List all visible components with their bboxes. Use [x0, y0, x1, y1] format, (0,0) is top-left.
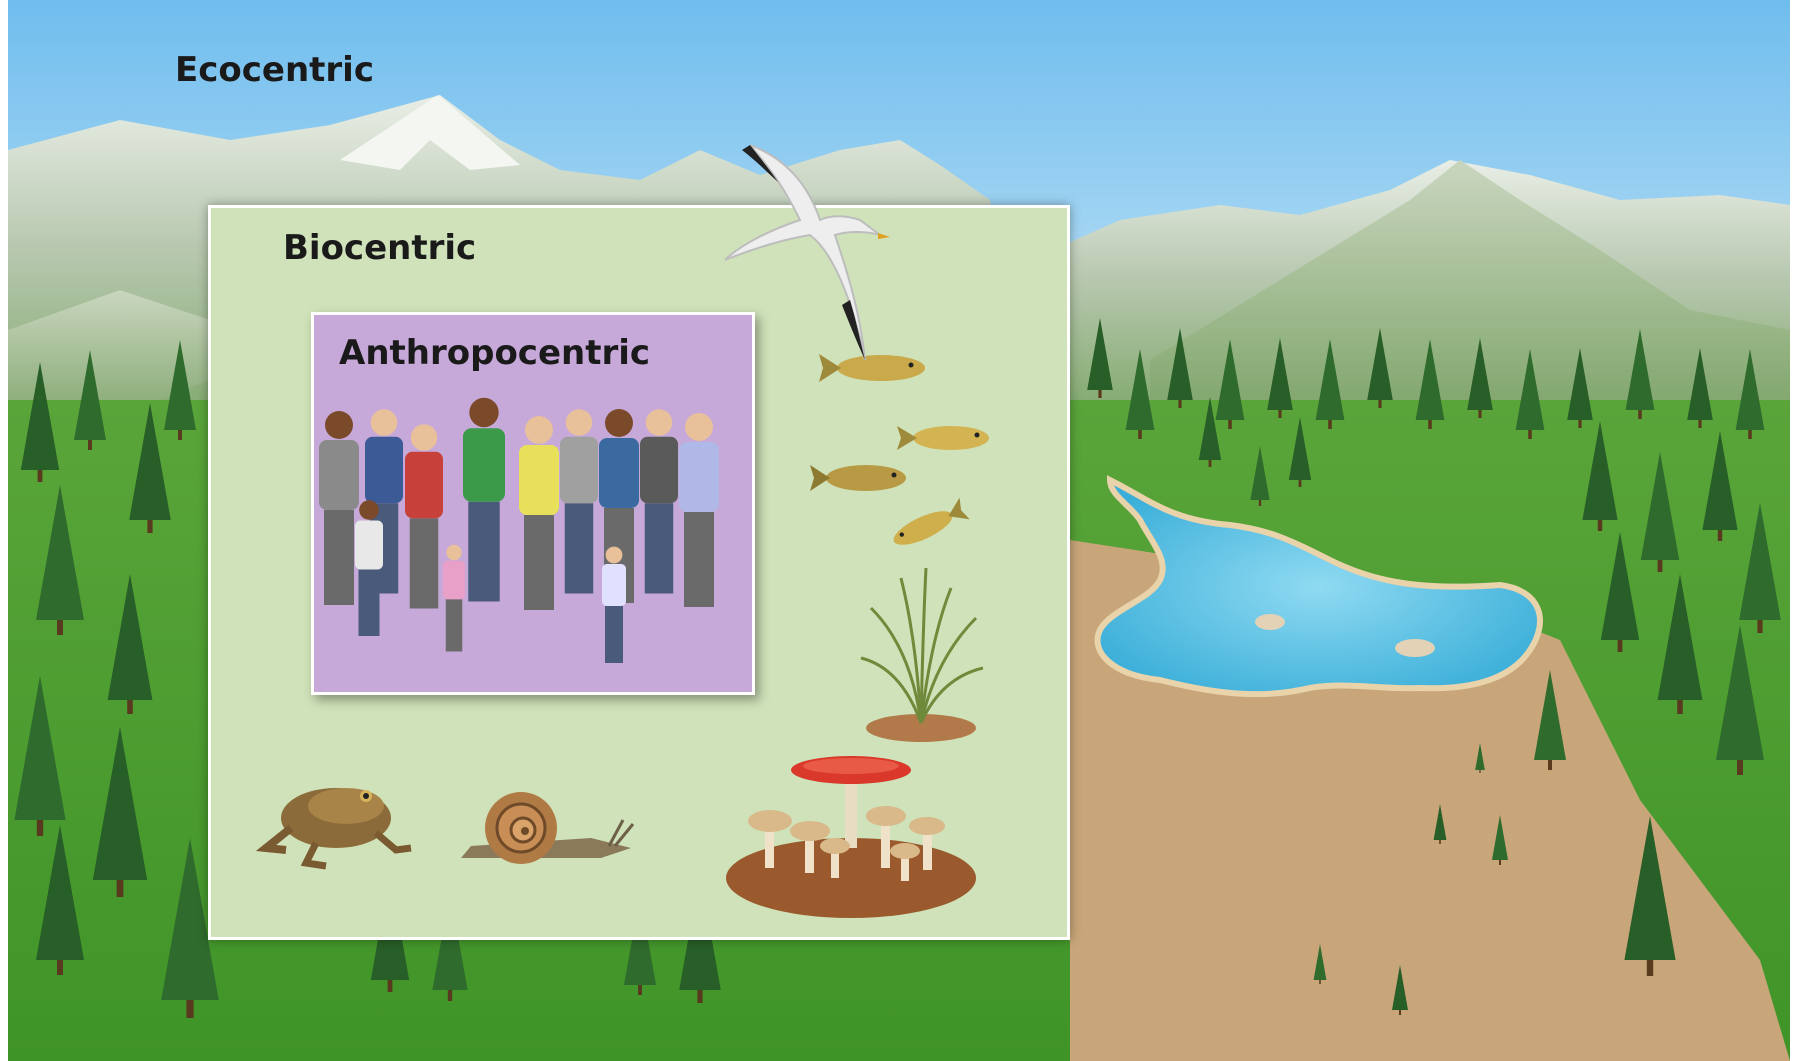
biocentric-panel: Biocentric Anthropocentric [208, 205, 1070, 940]
frog-icon [266, 788, 411, 866]
mushrooms-icon [726, 756, 976, 918]
ecocentric-label: Ecocentric [175, 50, 374, 90]
grass-plant-icon [861, 568, 983, 742]
fish-icon [889, 498, 970, 553]
organisms [211, 208, 1073, 943]
image-frame-right [1790, 0, 1797, 1061]
fish-icon [819, 354, 925, 382]
pond-rock-2 [1395, 639, 1435, 657]
image-frame-left [0, 0, 8, 1061]
fish-icon [810, 465, 906, 491]
fish-icon [897, 426, 989, 450]
snail-icon [461, 792, 633, 864]
pond-rock-1 [1255, 614, 1285, 630]
